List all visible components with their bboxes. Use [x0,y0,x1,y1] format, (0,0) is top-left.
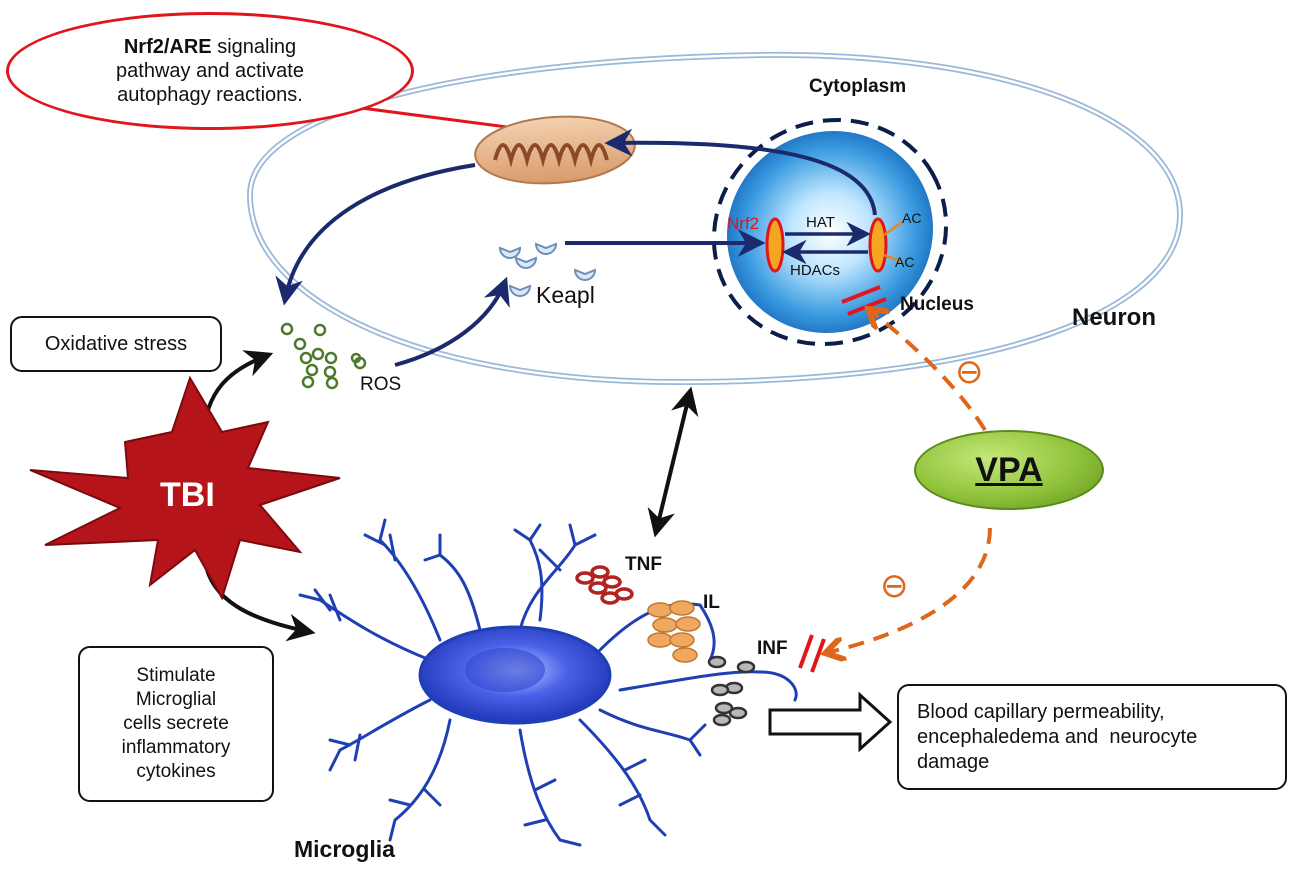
stimulate-line-3: cells secrete [123,713,229,734]
stimulate-line-2: Microglial [135,689,217,710]
mitochondrion-to-ros-arrow [275,163,476,306]
outcome-line-3: damage [917,750,990,773]
nrf2-marker-right [868,217,888,273]
neuron-cell-membrane [246,51,1184,386]
tbi-label: TBI [160,476,215,514]
neuron-microglia-bidirectional-arrow [647,386,699,538]
nucleus [711,117,949,347]
nucleus-label: Nucleus [900,294,974,315]
cytoplasm-label: Cytoplasm [809,76,907,97]
tbi-starburst [29,375,341,601]
callout-line-2: pathway and activate [116,60,304,82]
microglia-nucleus [465,648,545,692]
tnf-molecules [575,565,634,605]
oxidative-stress-box: Oxidative stress [10,316,222,372]
ros-label: ROS [360,374,402,395]
tnf-label: TNF [625,554,662,575]
stimulate-line-4: inflammatory [121,737,231,758]
stimulate-line-1: Stimulate [136,665,216,686]
callout-bold-text: Nrf2/ARE [123,36,212,58]
vpa-to-nucleus-inhibition-arrow [872,312,987,432]
outcome-arrow [768,691,893,753]
nrf2-marker-left [765,217,785,273]
inf-label: INF [757,638,788,659]
microglia-cell [298,518,798,847]
ac-top-label: AC [902,210,922,226]
mitochondrion [474,115,636,185]
microglia-label: Microglia [294,836,395,862]
keapl-molecules [498,242,597,297]
ros-molecules [280,322,367,390]
il-molecules [647,600,701,663]
vpa-node: VPA [914,430,1104,510]
callout-line-1: Nrf2/ARE signaling [124,35,296,59]
inhibit-symbol-inf: ⊖ [880,567,909,605]
inf-inhibition-bars [798,634,826,673]
vpa-label: VPA [975,450,1043,489]
callout-line-1-rest: signaling [211,36,297,58]
vpa-to-inf-inhibition-arrow [830,527,992,652]
hdacs-label: HDACs [790,262,841,279]
ac-bottom-label: AC [895,254,915,270]
stimulate-microglia-box: Stimulate Microglial cells secrete infla… [78,646,274,802]
nrf2-are-callout: Nrf2/ARE signaling pathway and activate … [6,12,414,130]
keapl-label: Keapl [536,282,595,308]
outcome-line-1: Blood capillary permeability, [917,700,1165,723]
neuron-label: Neuron [1072,304,1156,331]
oxidative-stress-text: Oxidative stress [44,332,188,355]
outcome-line-2: encephaledema and neurocyte [917,725,1198,748]
ac-bond-top [883,220,903,237]
stimulate-line-5: cytokines [136,761,216,782]
il-label: IL [703,592,720,613]
inf-molecules [707,655,756,727]
inhibit-symbol-nucleus: ⊖ [955,353,984,391]
callout-line-3: autophagy reactions. [117,84,303,106]
ros-to-keapl-arrow [394,276,510,367]
ac-bond-bottom [883,253,903,264]
nrf2-label: Nrf2 [727,214,760,233]
nucleus-to-mitochondrion-arrow [604,128,877,216]
hat-label: HAT [806,214,835,231]
outcome-box: Blood capillary permeability, encephaled… [897,684,1287,790]
